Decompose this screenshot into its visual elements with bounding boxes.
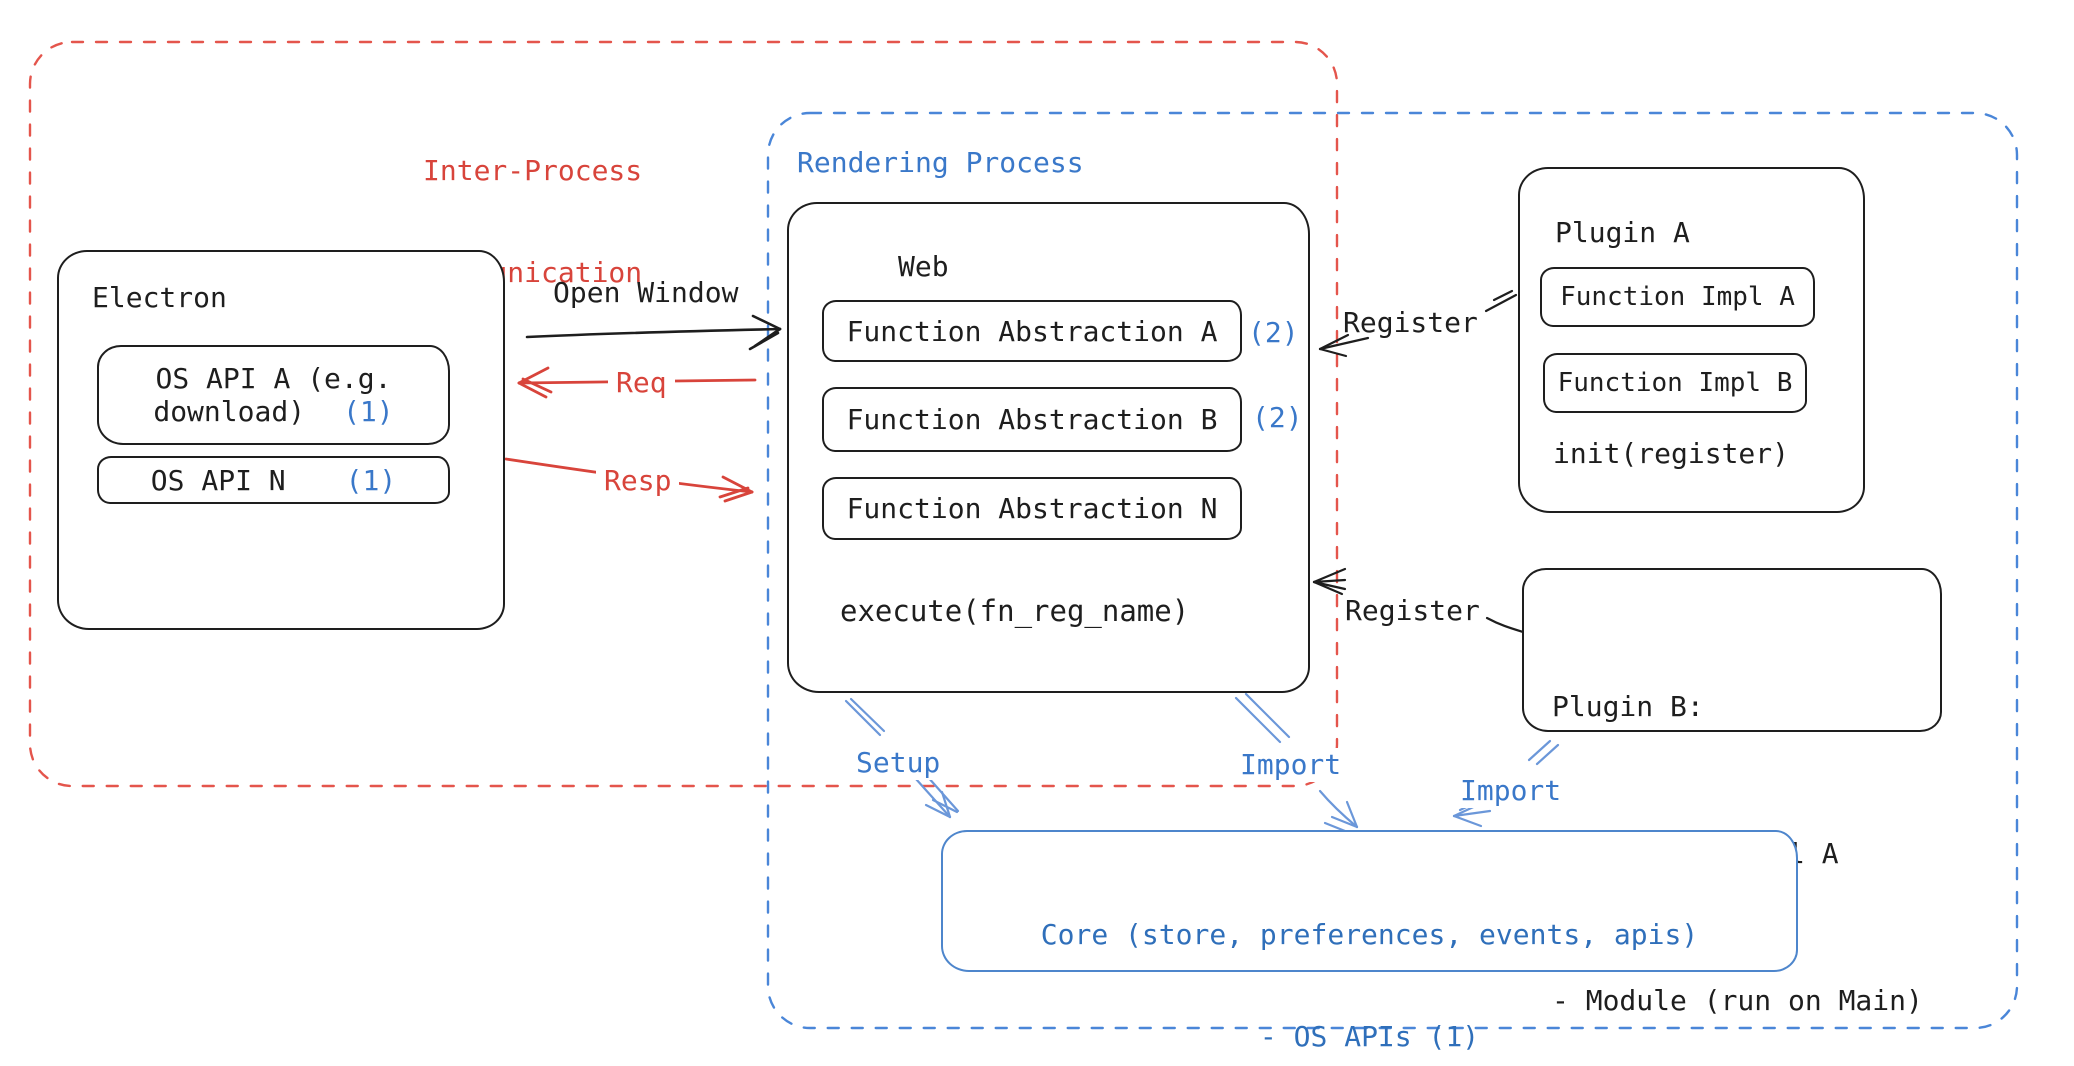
os-api-a-badge: (1) (343, 395, 394, 428)
setup-arrow (844, 697, 960, 819)
electron-title: Electron (92, 281, 227, 314)
os-api-a-line2: download)(1) (153, 395, 394, 428)
plugin-a-node (1518, 167, 1865, 513)
register-a-label: Register (1343, 306, 1478, 339)
os-api-n-node: OS API N (1) (97, 456, 450, 504)
rendering-group-boundary (766, 111, 2019, 1030)
web-title: Web (898, 250, 949, 283)
plugin-a-init-label: init(register) (1553, 437, 1790, 470)
plugin-b-node (1522, 568, 1942, 732)
rendering-group-label: Rendering Process (797, 146, 1084, 179)
fn-abstraction-a-node: Function Abstraction A (822, 300, 1242, 362)
open-window-arrow (525, 314, 782, 351)
register-a-arrow (1318, 289, 1518, 358)
core-text: Core (store, preferences, events, apis) … (1040, 918, 1699, 1053)
core-node (941, 830, 1798, 972)
req-label: Req (608, 366, 675, 400)
ipc-group-boundary (28, 40, 1339, 788)
execute-call-label: execute(fn_reg_name) (840, 594, 1190, 628)
register-b-arrow (1312, 567, 1525, 634)
os-api-a-line1: OS API A (e.g. (155, 362, 392, 395)
fn-abstraction-n-node: Function Abstraction N (822, 477, 1242, 540)
fn-abstraction-b-node: Function Abstraction B (822, 387, 1242, 452)
resp-label: Resp (596, 464, 680, 498)
plugin-a-title: Plugin A (1555, 216, 1690, 249)
setup-label: Setup (848, 746, 949, 780)
import-core-arrow (1234, 692, 1359, 835)
import-core-label: Import (1232, 748, 1350, 782)
fn-abstraction-a-badge: (2) (1248, 316, 1299, 349)
import-plugin-label: Import (1452, 774, 1570, 808)
register-b-label: Register (1345, 594, 1480, 627)
fn-abstraction-b-badge: (2) (1252, 401, 1303, 434)
plugin-a-impl-b-node: Function Impl B (1543, 353, 1807, 413)
os-api-a-node: OS API A (e.g. download)(1) (97, 345, 450, 445)
open-window-label: Open Window (553, 276, 739, 309)
os-api-n-badge: (1) (345, 463, 397, 497)
plugin-a-impl-a-node: Function Impl A (1540, 267, 1815, 327)
